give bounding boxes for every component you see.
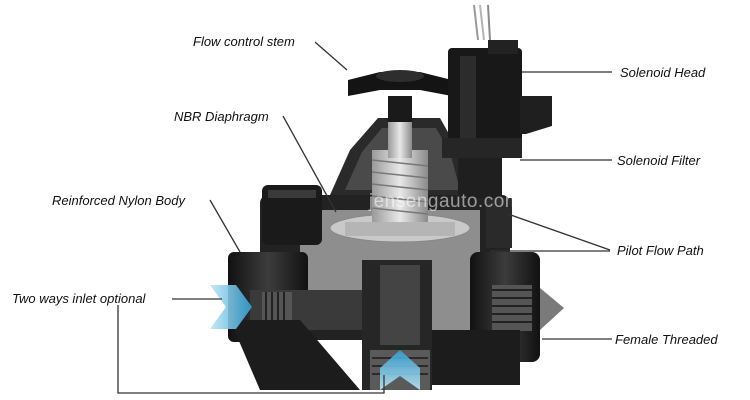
leader-nbr-diaphragm xyxy=(282,115,337,213)
label-nbr-diaphragm: NBR Diaphragm xyxy=(174,109,269,124)
right-thread xyxy=(492,285,532,331)
leader-flow-control-stem xyxy=(314,41,348,71)
diaphragm xyxy=(329,213,471,243)
leader-reinforced-nylon-body xyxy=(209,199,241,253)
watermark: jensengauto.com xyxy=(368,191,521,212)
label-flow-control-stem: Flow control stem xyxy=(193,34,295,49)
flow-control-knob xyxy=(348,70,452,122)
leader-bottom-inlet xyxy=(117,305,385,394)
label-solenoid-head: Solenoid Head xyxy=(620,65,706,80)
solenoid xyxy=(442,4,552,248)
spring-stem xyxy=(371,118,429,222)
label-pilot-flow-path: Pilot Flow Path xyxy=(617,243,704,258)
label-solenoid-filter: Solenoid Filter xyxy=(617,153,701,168)
label-female-threaded: Female Threaded xyxy=(615,332,718,347)
label-reinforced-nylon-body: Reinforced Nylon Body xyxy=(52,193,186,208)
inlet-flow-arrow xyxy=(210,285,252,329)
outlet-flow-arrow xyxy=(540,288,564,330)
label-two-ways-inlet: Two ways inlet optional xyxy=(12,291,147,306)
leader-pilot-flow-path-1 xyxy=(507,213,611,251)
leader-lines xyxy=(117,41,612,394)
bottom-flow-arrow xyxy=(380,350,420,390)
